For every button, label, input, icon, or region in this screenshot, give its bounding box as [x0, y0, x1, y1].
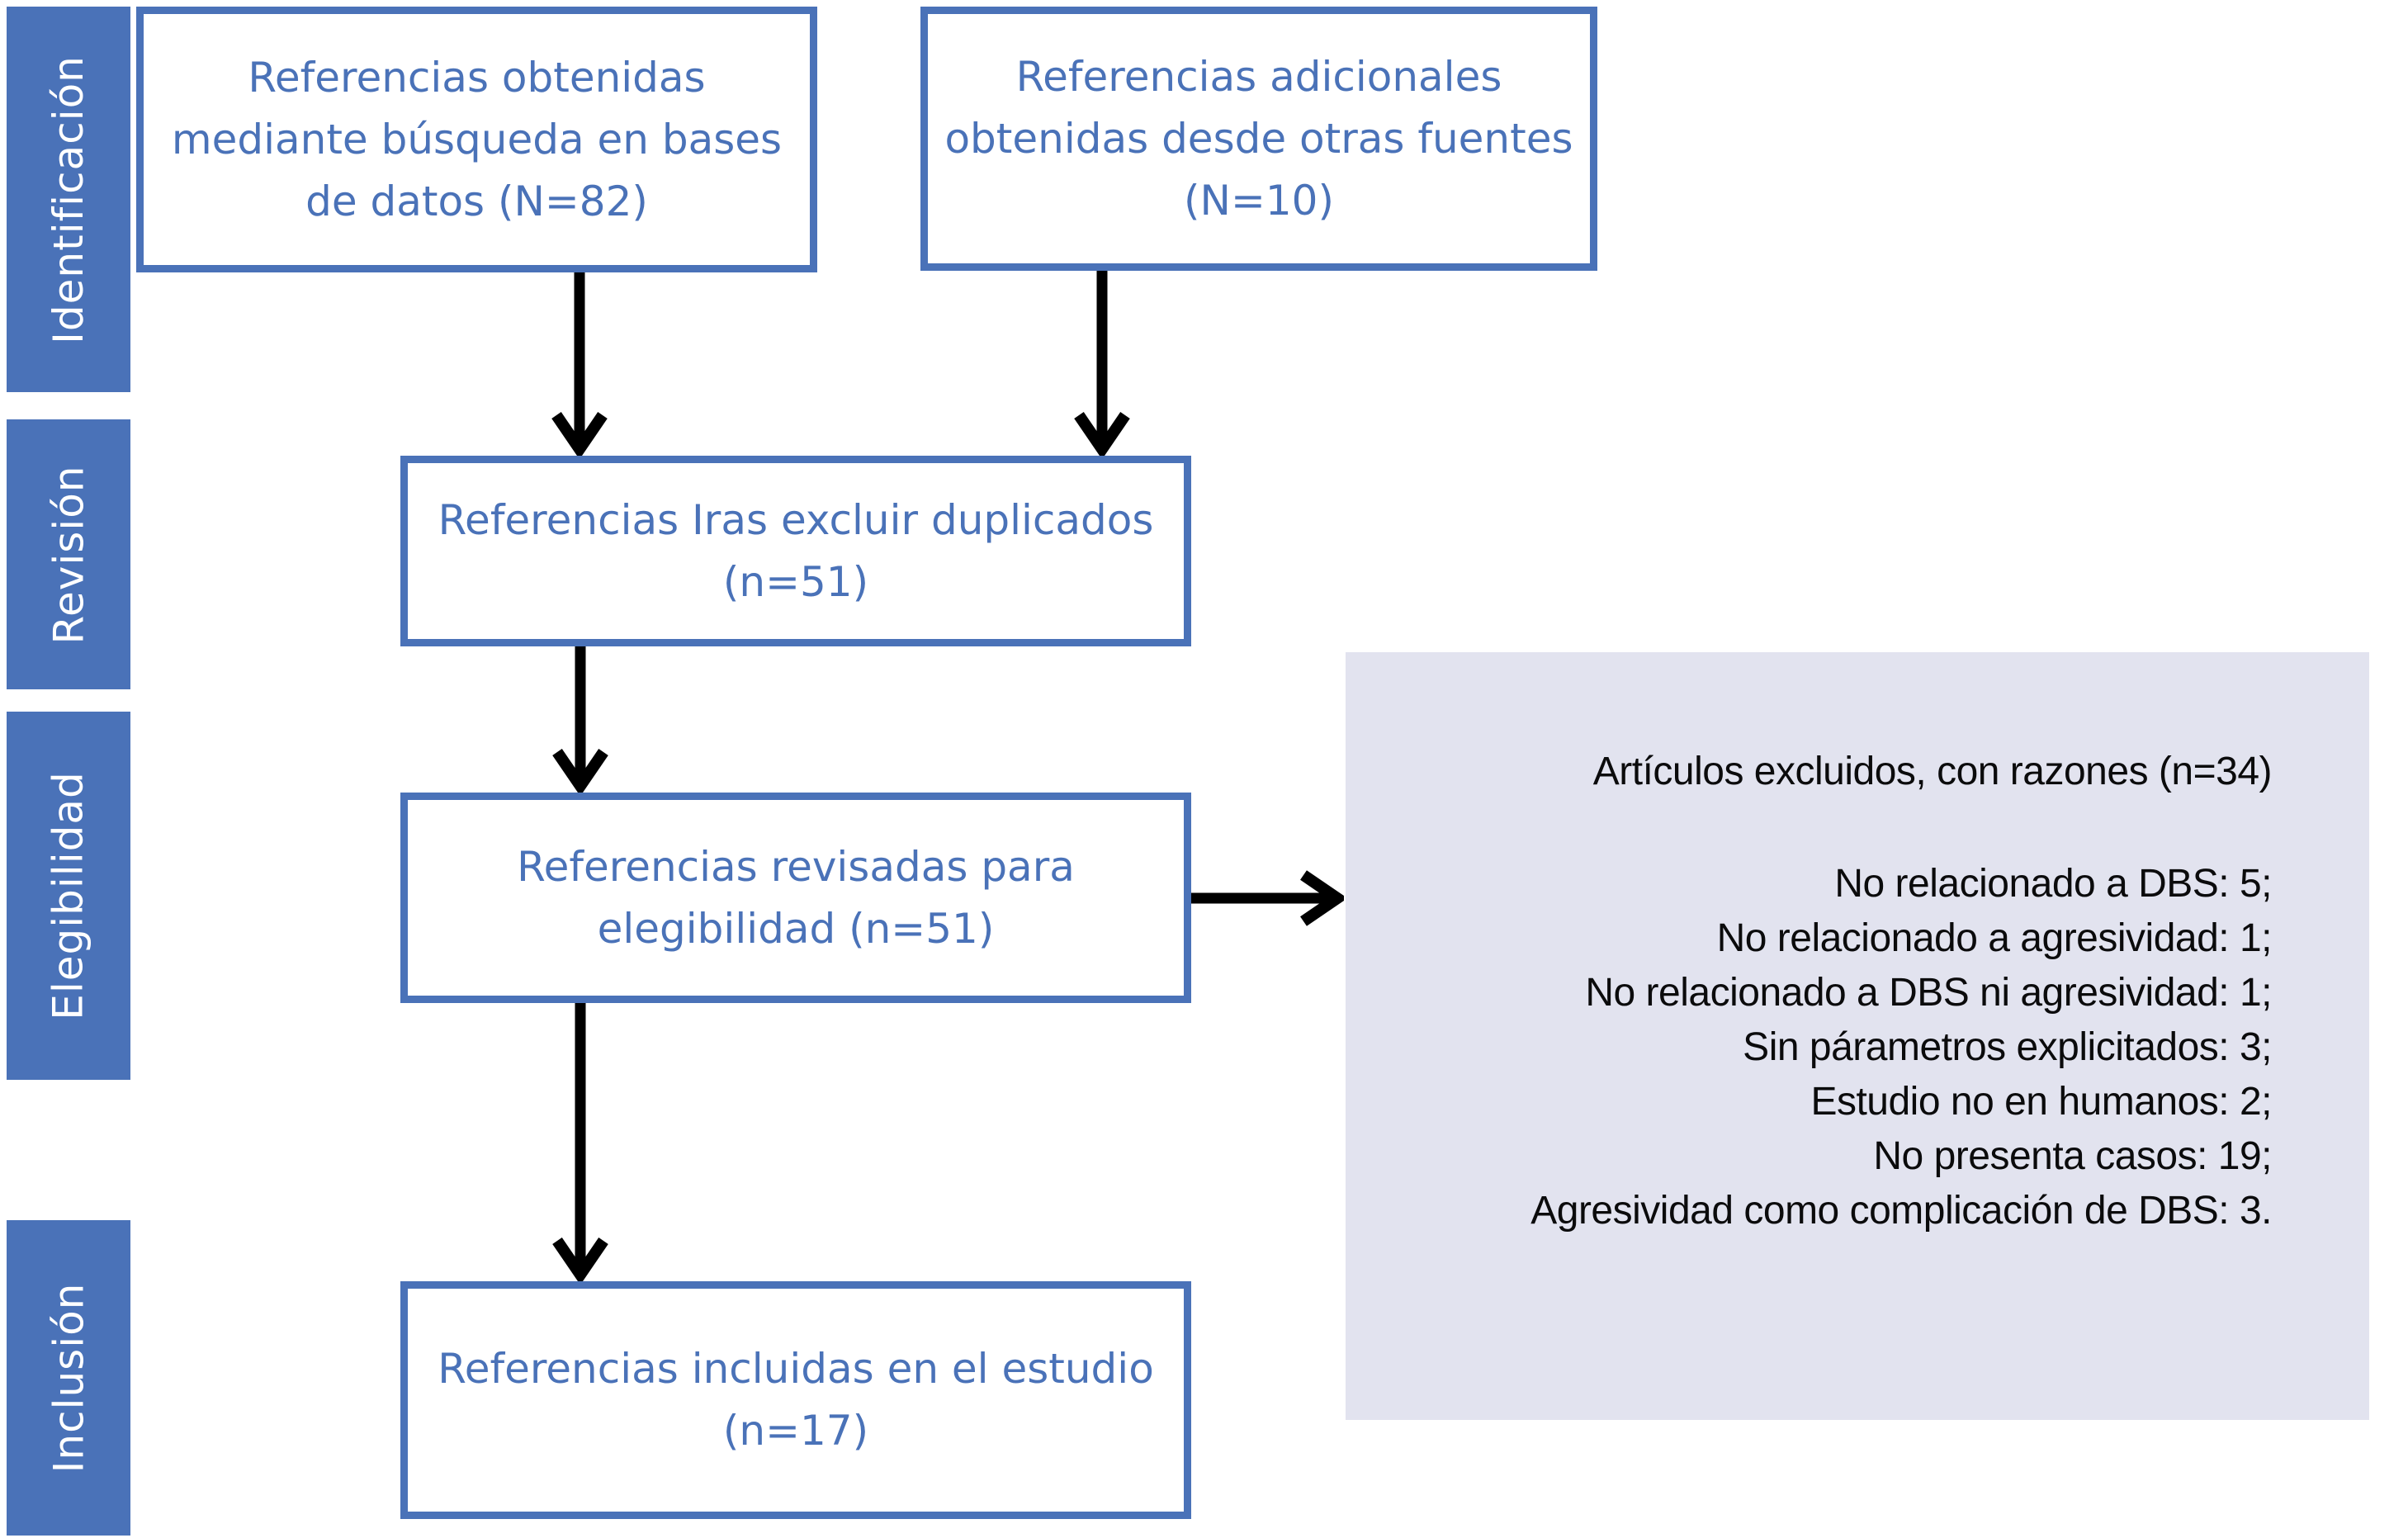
box-database-search-text: Referencias obtenidas mediante búsqueda … [171, 53, 783, 225]
stage-label-elegibilidad: Elegibilidad [45, 771, 92, 1020]
arrow-dedup-to-screened [552, 646, 608, 793]
arrow-screened-to-exclusions [1191, 870, 1344, 926]
exclusion-reason: Estudio no en humanos: 2; [1810, 1080, 2272, 1124]
exclusions-reasons-list: No relacionado a DBS: 5; No relacionado … [1379, 857, 2272, 1238]
exclusion-reason: Sin párametros explicitados: 3; [1743, 1025, 2272, 1069]
arrow-database-to-dedup [551, 272, 608, 456]
exclusion-reason: No presenta casos: 19; [1873, 1134, 2272, 1178]
stage-block-elegibilidad: Elegibilidad [7, 712, 130, 1080]
box-included-studies: Referencias incluidas en el estudio (n=1… [400, 1281, 1191, 1519]
stage-block-inclusion: Inclusión [7, 1220, 130, 1536]
exclusion-reason: Agresividad como complicación de DBS: 3. [1530, 1189, 2272, 1233]
box-database-search: Referencias obtenidas mediante búsqueda … [136, 7, 817, 272]
box-screened-eligibility: Referencias revisadas para elegibilidad … [400, 793, 1191, 1003]
stage-label-inclusion: Inclusión [45, 1282, 93, 1474]
stage-block-identificacion: Identificación [7, 7, 130, 392]
box-after-duplicates-text: Referencias Iras excluir duplicados (n=5… [438, 495, 1154, 606]
exclusions-title: Artículos excluidos, con razones (n=34) [1592, 750, 2273, 793]
box-after-duplicates: Referencias Iras excluir duplicados (n=5… [400, 456, 1191, 646]
stage-label-revision: Revisión [45, 465, 92, 644]
exclusion-reason: No relacionado a agresividad: 1; [1716, 916, 2273, 960]
arrow-other-sources-to-dedup [1074, 271, 1130, 456]
box-screened-eligibility-text: Referencias revisadas para elegibilidad … [517, 842, 1075, 953]
box-included-studies-text: Referencias incluidas en el estudio (n=1… [438, 1345, 1154, 1455]
stage-block-revision: Revisión [7, 419, 130, 689]
exclusion-reason: No relacionado a DBS: 5; [1834, 862, 2272, 906]
box-other-sources: Referencias adicionales obtenidas desde … [920, 7, 1597, 271]
exclusion-reason: No relacionado a DBS ni agresividad: 1; [1585, 971, 2272, 1015]
exclusions-panel: Artículos excluidos, con razones (n=34) … [1346, 652, 2369, 1420]
box-other-sources-text: Referencias adicionales obtenidas desde … [944, 52, 1573, 225]
stage-label-identificacion: Identificación [45, 54, 92, 344]
arrow-screened-to-included [552, 1003, 608, 1281]
